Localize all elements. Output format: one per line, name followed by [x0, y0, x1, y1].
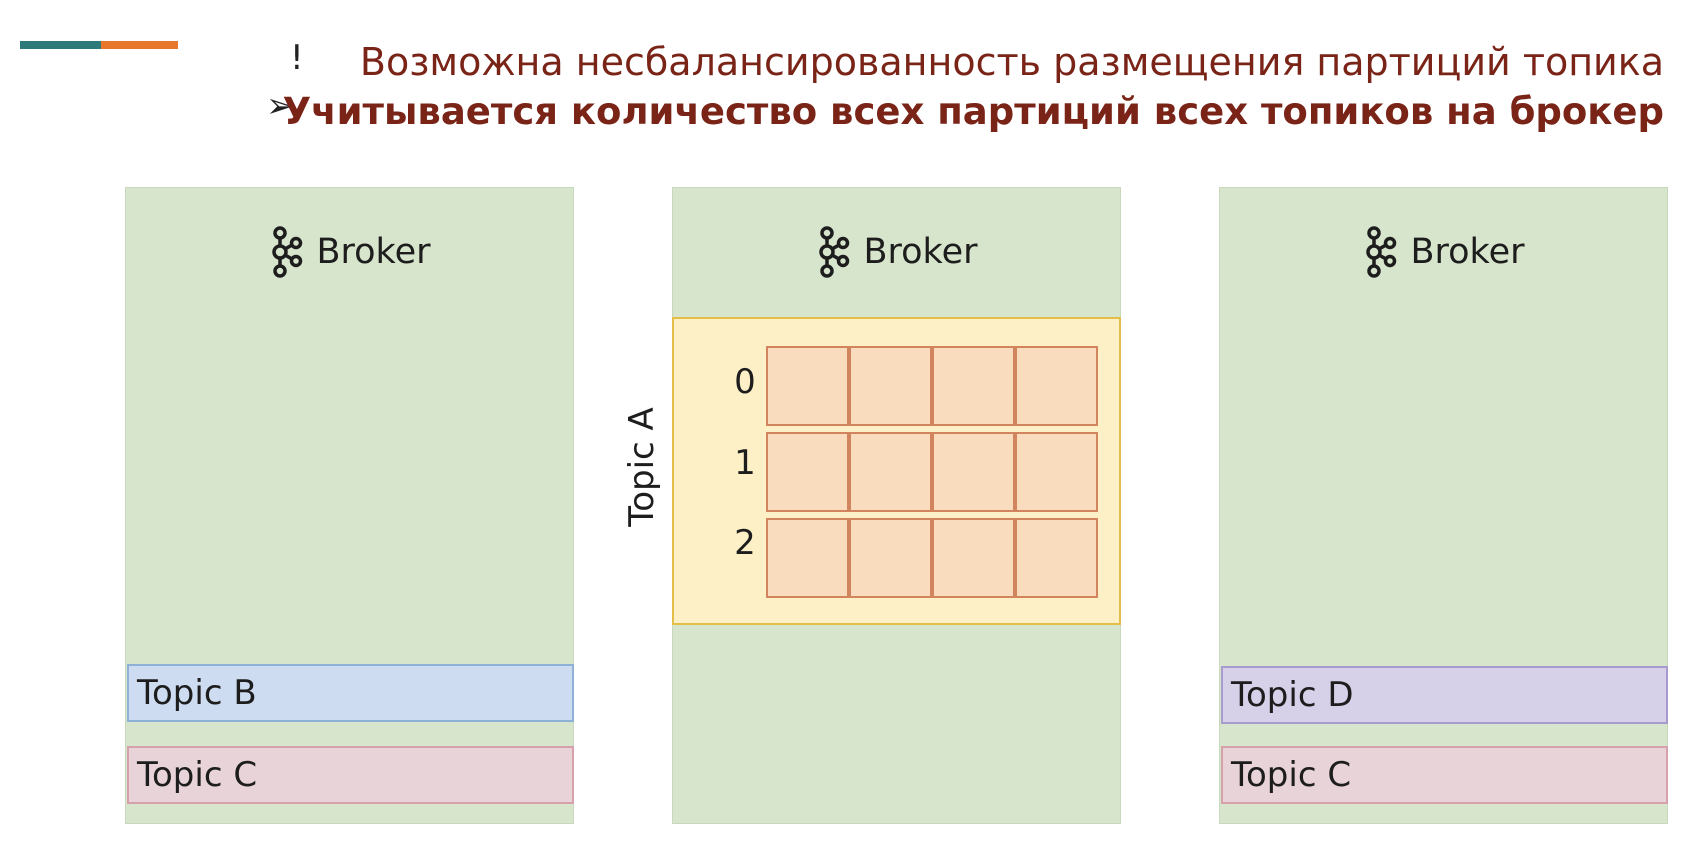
partition-0-segment-1	[766, 346, 849, 426]
partition-0-segment-4	[1015, 346, 1098, 426]
broker-header: Broker	[126, 226, 573, 278]
broker-header: Broker	[673, 226, 1120, 278]
accent-bar-teal	[20, 41, 101, 49]
broker-header: Broker	[1220, 226, 1667, 278]
header-text-1: Возможна несбалансированность размещения…	[359, 40, 1664, 84]
arrow-bullet-icon: ➢	[266, 86, 295, 126]
partition-2-segment-2	[849, 518, 932, 598]
topic-d-bar: Topic D	[1221, 666, 1668, 724]
partition-number-0: 0	[734, 362, 756, 402]
broker-label: Broker	[863, 232, 978, 272]
header-text-2: Учитывается количество всех партиций все…	[282, 90, 1664, 133]
topic-c-bar: Topic C	[127, 746, 574, 804]
partition-1-segment-3	[932, 432, 1015, 512]
accent-bar-orange	[101, 41, 178, 49]
kafka-icon	[1365, 226, 1396, 278]
partition-2-segment-1	[766, 518, 849, 598]
partition-0-segment-2	[849, 346, 932, 426]
kafka-icon	[271, 226, 302, 278]
partition-1-segment-4	[1015, 432, 1098, 512]
partition-number-2: 2	[734, 523, 756, 563]
header-line-1: ! Возможна несбалансированность размещен…	[0, 38, 1688, 88]
partition-1-segment-1	[766, 432, 849, 512]
header-line-2: ➢ Учитывается количество всех партиций в…	[0, 86, 1688, 138]
partition-number-1: 1	[734, 443, 756, 483]
partition-0-segment-3	[932, 346, 1015, 426]
broker-1: Broker Topic B Topic C	[125, 187, 574, 824]
broker-label: Broker	[1410, 232, 1525, 272]
topic-c-bar: Topic C	[1221, 746, 1668, 804]
kafka-icon	[818, 226, 849, 278]
partition-2-segment-4	[1015, 518, 1098, 598]
partition-2-segment-3	[932, 518, 1015, 598]
exclamation-marker: !	[290, 38, 304, 78]
partition-1-segment-2	[849, 432, 932, 512]
topic-b-bar: Topic B	[127, 664, 574, 722]
broker-label: Broker	[316, 232, 431, 272]
broker-3: Broker Topic D Topic C	[1219, 187, 1668, 824]
topic-a-label-text: Topic A	[622, 407, 662, 527]
